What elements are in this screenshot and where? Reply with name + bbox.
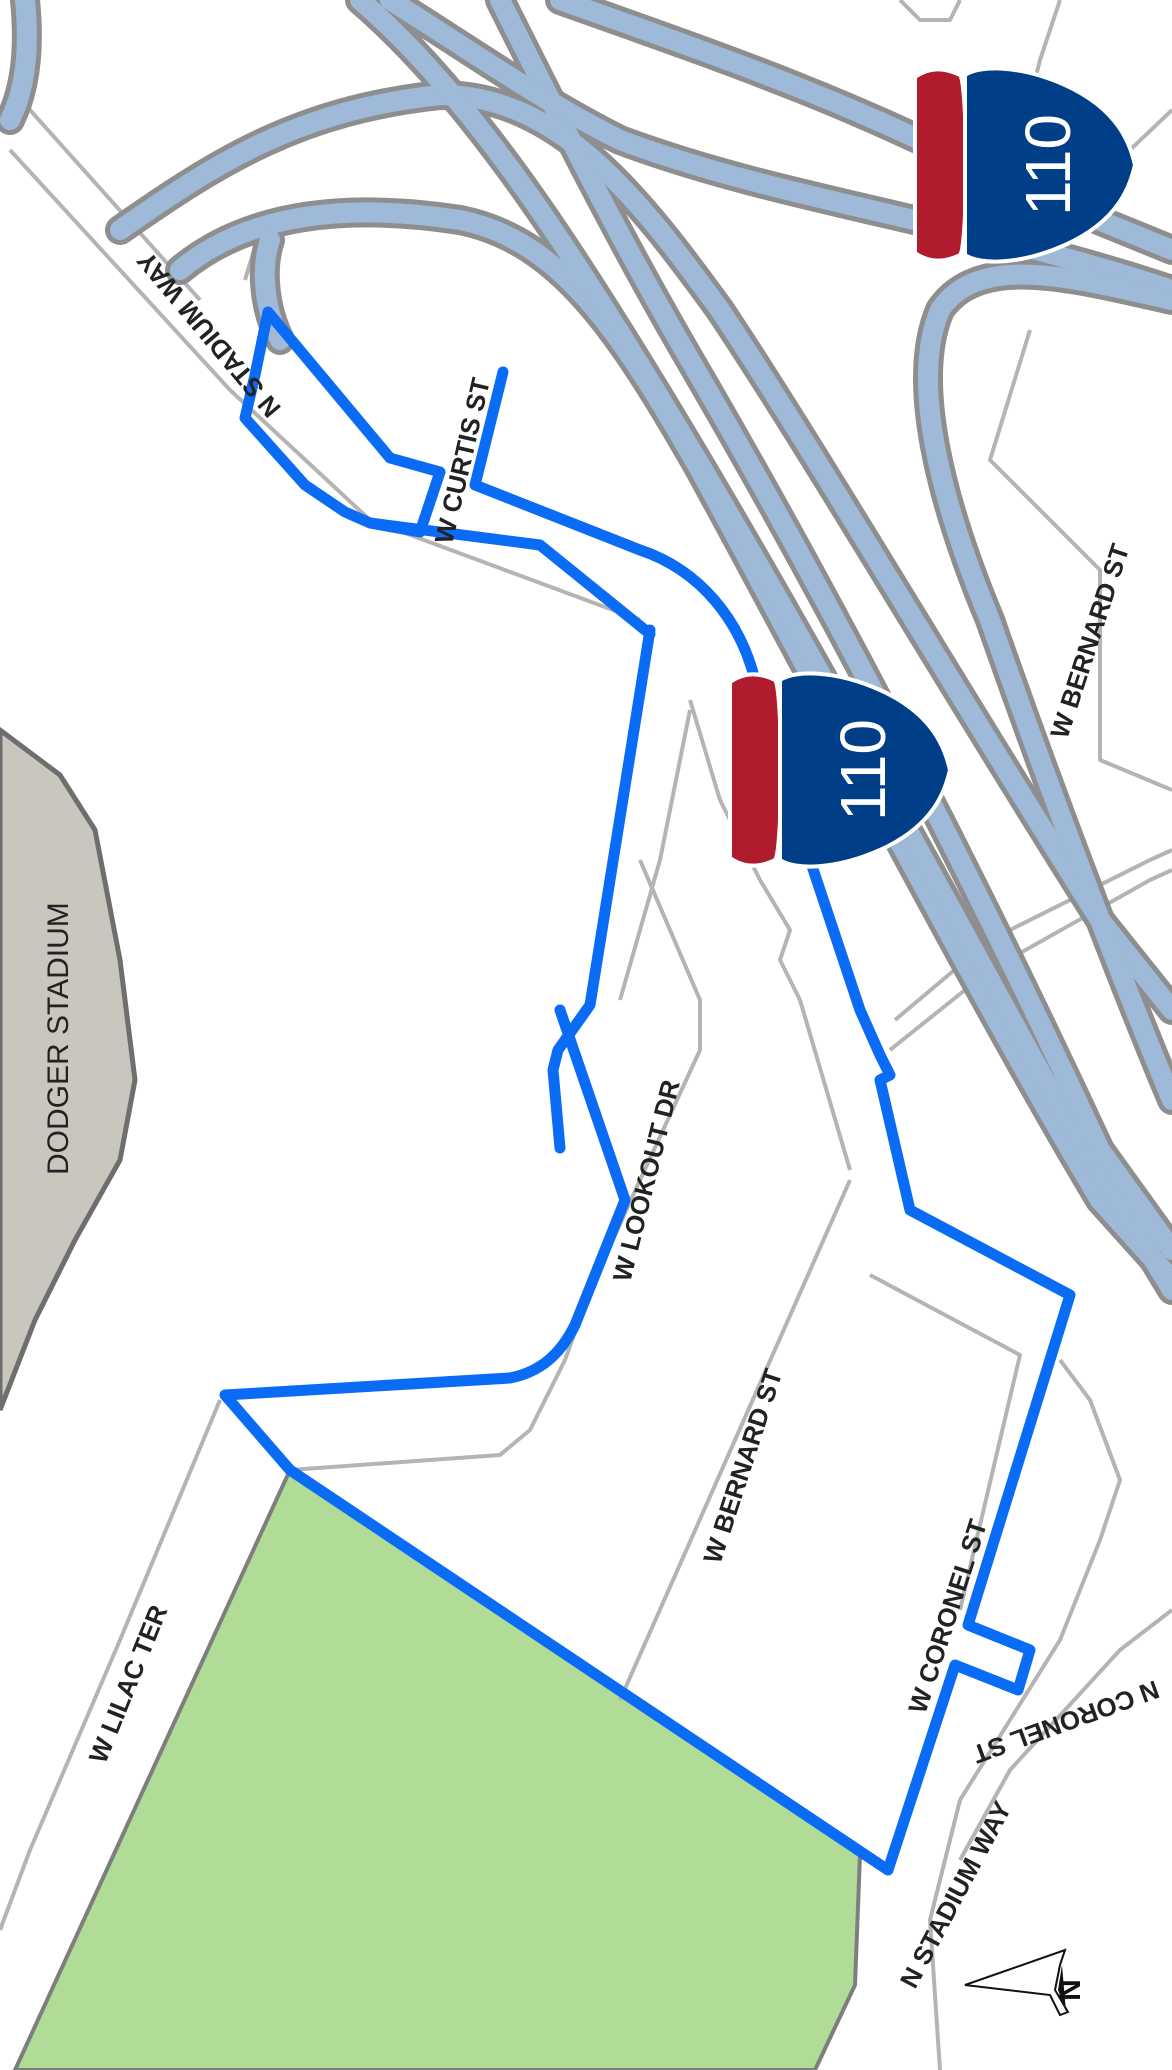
shield-number: 110	[1012, 114, 1084, 216]
shield-blue-body	[963, 66, 1138, 264]
north-arrow-shadow	[1058, 1965, 1066, 2012]
dodger-stadium-label: DODGER STADIUM	[42, 902, 75, 1175]
shield-blue-body	[778, 671, 953, 869]
interstate-110-shield-top: 110	[913, 66, 1138, 264]
interstate-110-shield-mid: 110	[728, 671, 953, 869]
north-arrow-label: N	[1054, 1979, 1087, 2001]
dodger-stadium-area	[0, 726, 138, 1411]
north-arrow: N	[964, 1948, 1087, 2017]
north-arrow-icon	[964, 1948, 1070, 2017]
walking-route[interactable]	[219, 306, 1076, 1876]
shield-red-band	[913, 67, 968, 263]
shield-number: 110	[827, 719, 899, 821]
shield-red-band	[728, 672, 783, 868]
